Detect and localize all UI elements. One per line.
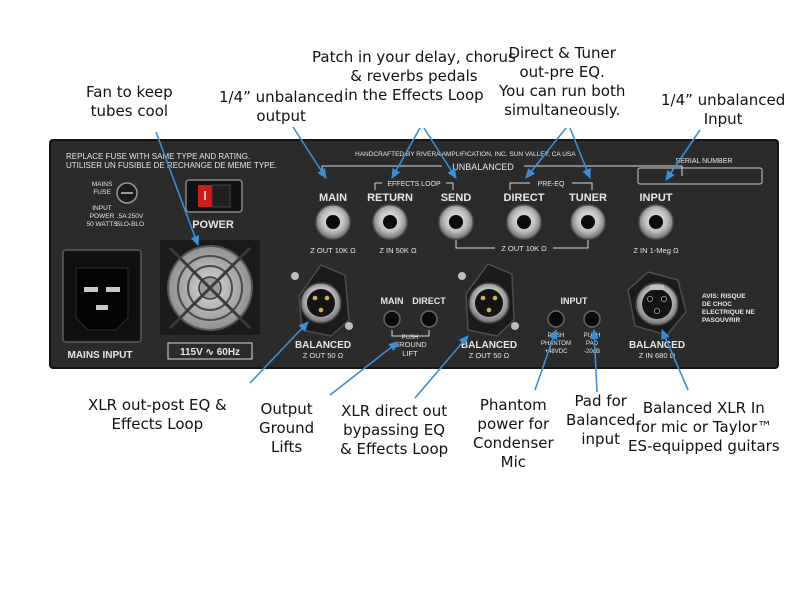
ground-lift-direct-button[interactable]: [420, 310, 438, 328]
arrow-icon: [665, 129, 701, 181]
callout-xlr-post-eq: XLR out-post EQ & Effects Loop: [88, 396, 227, 433]
power-label: POWER: [192, 219, 234, 231]
effects-loop-label: EFFECTS LOOP: [387, 181, 441, 188]
arrow-icon: [661, 328, 689, 391]
fuse-warning-text: REPLACE FUSE WITH SAME TYPE AND RATING.: [66, 152, 250, 161]
main-impedance-label: Z OUT 10K Ω: [310, 246, 356, 255]
power-switch-icon[interactable]: [185, 179, 243, 213]
unbalanced-label: UNBALANCED: [452, 162, 514, 172]
handcrafted-text: HANDCRAFTED BY RIVERA AMPLIFICATION, INC…: [355, 151, 576, 158]
callout-pad: Pad for Balanced input: [566, 392, 636, 448]
tuner-label: TUNER: [569, 192, 607, 204]
balanced-input-label: INPUT: [561, 296, 589, 306]
fuse-warning-text-fr: UTILISER UN FUSIBLE DE RECHANGE DE MEME …: [66, 161, 277, 170]
xlr-direct-out-icon[interactable]: [458, 263, 519, 337]
push-label: PUSH: [402, 335, 419, 341]
lift-direct-label: DIRECT: [412, 296, 446, 306]
input-jack-label: INPUT: [640, 192, 673, 204]
callout-ground-lifts: Output Ground Lifts: [259, 400, 315, 456]
main-out-jack-icon[interactable]: [315, 204, 351, 240]
balanced-main-impedance-label: Z OUT 50 Ω: [303, 351, 344, 360]
callout-direct-tuner: Direct & Tuner out-pre EQ. You can run b…: [499, 44, 626, 119]
arrow-icon: [292, 126, 327, 179]
fuse-holder-icon[interactable]: [116, 182, 138, 204]
callout-unbalanced-output: 1/4” unbalanced output: [219, 88, 344, 125]
serial-number-label: SERIAL NUMBER: [676, 158, 733, 165]
arrow-icon: [569, 127, 591, 180]
ground-lift-bracket: [391, 330, 430, 337]
balanced-direct-impedance-label: Z OUT 50 Ω: [469, 351, 510, 360]
pad-button[interactable]: [583, 310, 601, 328]
voltage-label: 115V ∿ 60Hz: [180, 347, 240, 358]
arrow-icon: [525, 127, 567, 179]
callout-xlr-direct-out: XLR direct out bypassing EQ & Effects Lo…: [340, 402, 449, 458]
tuner-jack-icon[interactable]: [570, 204, 606, 240]
arrow-icon: [414, 335, 469, 399]
send-jack-icon[interactable]: [438, 204, 474, 240]
mains-input-label: MAINS INPUT: [68, 350, 133, 361]
xlr-main-out-icon[interactable]: [291, 264, 353, 337]
direct-label: DIRECT: [504, 192, 545, 204]
balanced-in-impedance-label: Z IN 680 Ω: [639, 351, 676, 360]
phantom-power-button[interactable]: [547, 310, 565, 328]
arrow-icon: [155, 131, 200, 247]
callout-phantom-power: Phantom power for Condenser Mic: [473, 396, 554, 471]
lift-main-label: MAIN: [381, 296, 404, 306]
callout-fan: Fan to keep tubes cool: [86, 83, 173, 120]
return-label: RETURN: [367, 192, 413, 204]
callout-unbalanced-input: 1/4” unbalanced Input: [661, 91, 786, 128]
balanced-in-label: BALANCED: [629, 340, 685, 351]
arrow-icon: [423, 127, 457, 179]
arrow-icon: [534, 328, 558, 391]
callout-effects-loop: Patch in your delay, chorus & reverbs pe…: [312, 48, 516, 104]
direct-tuner-impedance-label: Z OUT 10K Ω: [501, 244, 547, 253]
direct-tuner-bracket: [455, 240, 589, 249]
serial-number-box: [637, 167, 763, 185]
return-impedance-label: Z IN 50K Ω: [379, 246, 417, 255]
direct-jack-icon[interactable]: [506, 204, 542, 240]
arrow-icon: [589, 328, 599, 393]
pre-eq-label: PRE-EQ: [538, 181, 565, 188]
balanced-main-label: BALANCED: [295, 340, 351, 351]
arrow-icon: [249, 321, 309, 384]
xlr-balanced-input-icon[interactable]: [627, 271, 687, 336]
ground-lift-main-button[interactable]: [383, 310, 401, 328]
fan-icon: [160, 240, 260, 335]
input-impedance-label: Z IN 1-Meg Ω: [633, 246, 679, 255]
input-jack-icon[interactable]: [638, 204, 674, 240]
balanced-direct-label: BALANCED: [461, 340, 517, 351]
arrow-icon: [329, 341, 399, 396]
main-out-label: MAIN: [319, 192, 347, 204]
return-jack-icon[interactable]: [372, 204, 408, 240]
iec-inlet-icon[interactable]: [62, 249, 142, 343]
send-label: SEND: [441, 192, 472, 204]
arrow-icon: [391, 127, 421, 179]
callout-balanced-xlr-in: Balanced XLR In for mic or Taylor™ ES-eq…: [628, 399, 780, 455]
